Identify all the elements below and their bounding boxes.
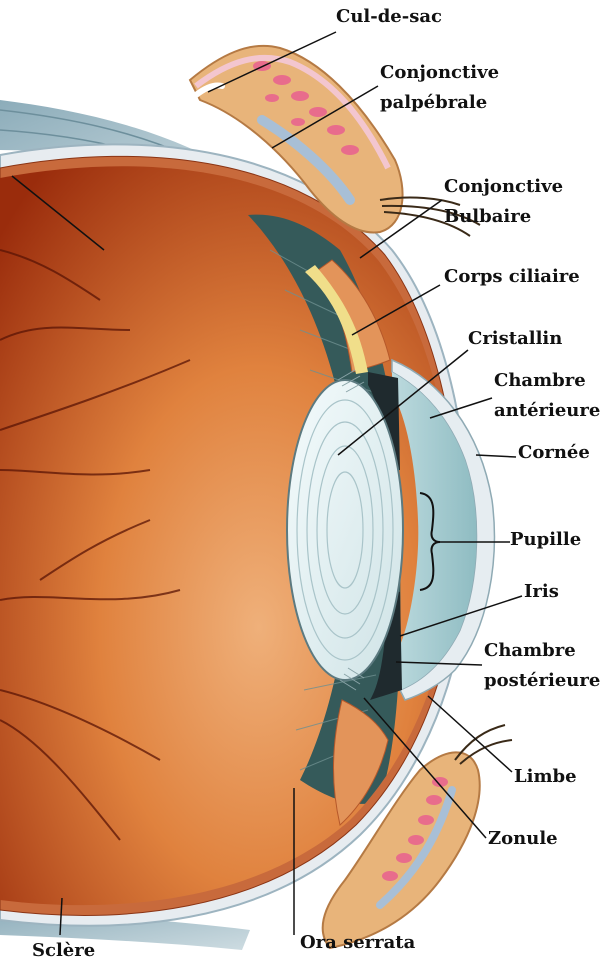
label-iris: Iris — [524, 577, 559, 607]
label-limbe: Limbe — [514, 762, 577, 792]
label-conjonctive-palpebrale: Conjonctive palpébrale — [380, 58, 499, 118]
label-pupille: Pupille — [510, 525, 581, 555]
label-cornee: Cornée — [518, 438, 590, 468]
label-cristallin: Cristallin — [468, 324, 562, 354]
label-sclere: Sclère — [32, 936, 95, 965]
label-ora-serrata: Ora serrata — [300, 928, 415, 958]
label-chambre-posterieure: Chambre postérieure — [484, 636, 600, 696]
label-corps-ciliaire: Corps ciliaire — [444, 262, 580, 292]
lens — [287, 380, 403, 680]
label-zonule: Zonule — [488, 824, 558, 854]
leader-cornee — [476, 455, 516, 457]
label-cul-de-sac: Cul-de-sac — [336, 2, 442, 32]
label-chambre-anterieure: Chambre antérieure — [494, 366, 600, 426]
label-conjonctive-bulbaire: Conjonctive Bulbaire — [444, 172, 563, 232]
